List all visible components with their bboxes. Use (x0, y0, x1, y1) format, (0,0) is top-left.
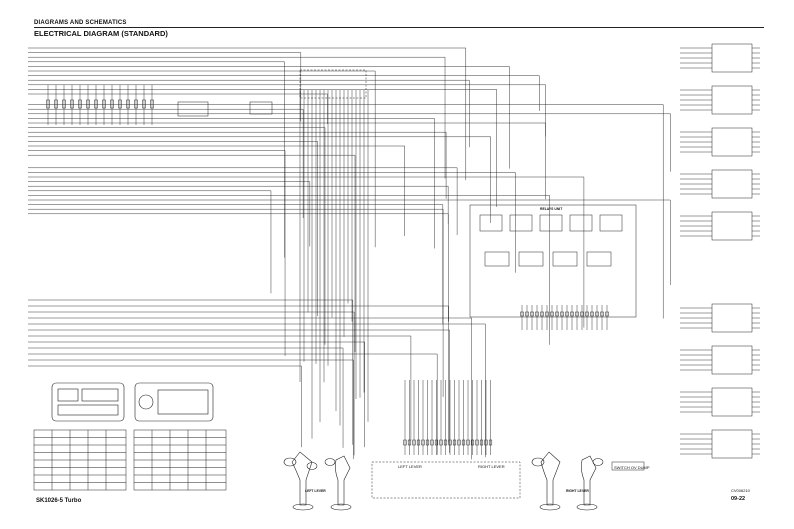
component-box (46, 99, 50, 109)
component-box (599, 214, 623, 232)
component-box (421, 439, 425, 446)
left-lever-label: LEFT LEVER (305, 489, 326, 493)
component-box (711, 345, 753, 375)
component-group (33, 43, 753, 499)
component-box (407, 439, 412, 446)
component-box (590, 311, 594, 317)
component-box (118, 99, 122, 109)
component-box (78, 99, 82, 109)
component-box (605, 311, 609, 317)
component-box (457, 439, 461, 446)
component-box (299, 69, 367, 99)
component-box (518, 251, 544, 267)
drawing-code: CV006210 (731, 488, 750, 493)
component-box (569, 214, 593, 232)
component-box (540, 311, 544, 317)
section-heading: DIAGRAMS AND SCHEMATICS (34, 20, 127, 26)
component-box (565, 311, 569, 317)
component-box (484, 439, 488, 446)
component-box (142, 99, 146, 109)
component-box (711, 169, 753, 199)
component-box (711, 211, 753, 241)
monitor-panel-left-icon (51, 382, 125, 422)
component-box (403, 439, 407, 446)
component-box (525, 311, 529, 317)
component-box (555, 311, 559, 317)
component-box (488, 439, 493, 446)
component-box (535, 311, 539, 317)
right-lever-label: RIGHT LEVER (566, 489, 589, 493)
component-box (134, 99, 138, 109)
component-box (439, 439, 443, 446)
component-box (479, 439, 484, 446)
component-box (520, 311, 524, 317)
header-rule (34, 27, 764, 28)
component-box (600, 311, 604, 317)
component-box (54, 99, 58, 109)
component-box (570, 311, 574, 317)
component-box (452, 439, 457, 446)
component-box (539, 214, 563, 232)
component-box (580, 311, 584, 317)
right-joystick-side-icon (576, 455, 604, 511)
component-box (126, 99, 130, 109)
model-name: SK1026-5 Turbo (36, 498, 82, 504)
wire-group (28, 47, 760, 460)
component-box (62, 99, 66, 109)
switch-dump-label: SWITCH OV DUMP (614, 465, 650, 470)
component-box (70, 99, 74, 109)
left-joystick-side-icon (324, 455, 352, 511)
left-joystick-icon (283, 451, 318, 511)
component-box (711, 127, 753, 157)
page-number: 09-22 (731, 496, 746, 502)
component-box (177, 101, 209, 117)
component-box (530, 311, 534, 317)
right-joystick-icon (531, 451, 561, 511)
component-box (434, 439, 439, 446)
left-lever-top-label: LEFT LEVER (398, 464, 422, 469)
component-box (560, 311, 564, 317)
component-box (711, 85, 753, 115)
component-box (430, 439, 434, 446)
right-lever-top-label: RIGHT LEVER (478, 464, 505, 469)
component-box (479, 214, 503, 232)
component-box (509, 214, 533, 232)
component-box (484, 251, 510, 267)
component-box (416, 439, 421, 446)
component-box (586, 251, 612, 267)
component-box (552, 251, 578, 267)
component-box (466, 439, 470, 446)
component-box (412, 439, 416, 446)
component-box (150, 99, 154, 109)
component-box (575, 311, 579, 317)
component-box (611, 461, 645, 471)
page-title: ELECTRICAL DIAGRAM (STANDARD) (34, 29, 168, 38)
component-box (470, 439, 475, 446)
component-box (469, 204, 637, 318)
component-box (711, 303, 753, 333)
component-box (443, 439, 448, 446)
relays-unit-label: RELAYS UNIT (540, 207, 563, 211)
component-box (110, 99, 114, 109)
component-box (711, 429, 753, 459)
component-box (86, 99, 90, 109)
component-box (448, 439, 452, 446)
component-box (595, 311, 599, 317)
component-box (249, 101, 273, 115)
component-box (550, 311, 554, 317)
component-box (475, 439, 479, 446)
component-box (425, 439, 430, 446)
component-box (94, 99, 98, 109)
component-box (585, 311, 589, 317)
component-box (545, 311, 549, 317)
component-box (711, 43, 753, 73)
monitor-panel-right-icon (134, 382, 214, 422)
component-box (461, 439, 466, 446)
component-box (371, 461, 521, 499)
component-box (102, 99, 106, 109)
component-box (711, 387, 753, 417)
